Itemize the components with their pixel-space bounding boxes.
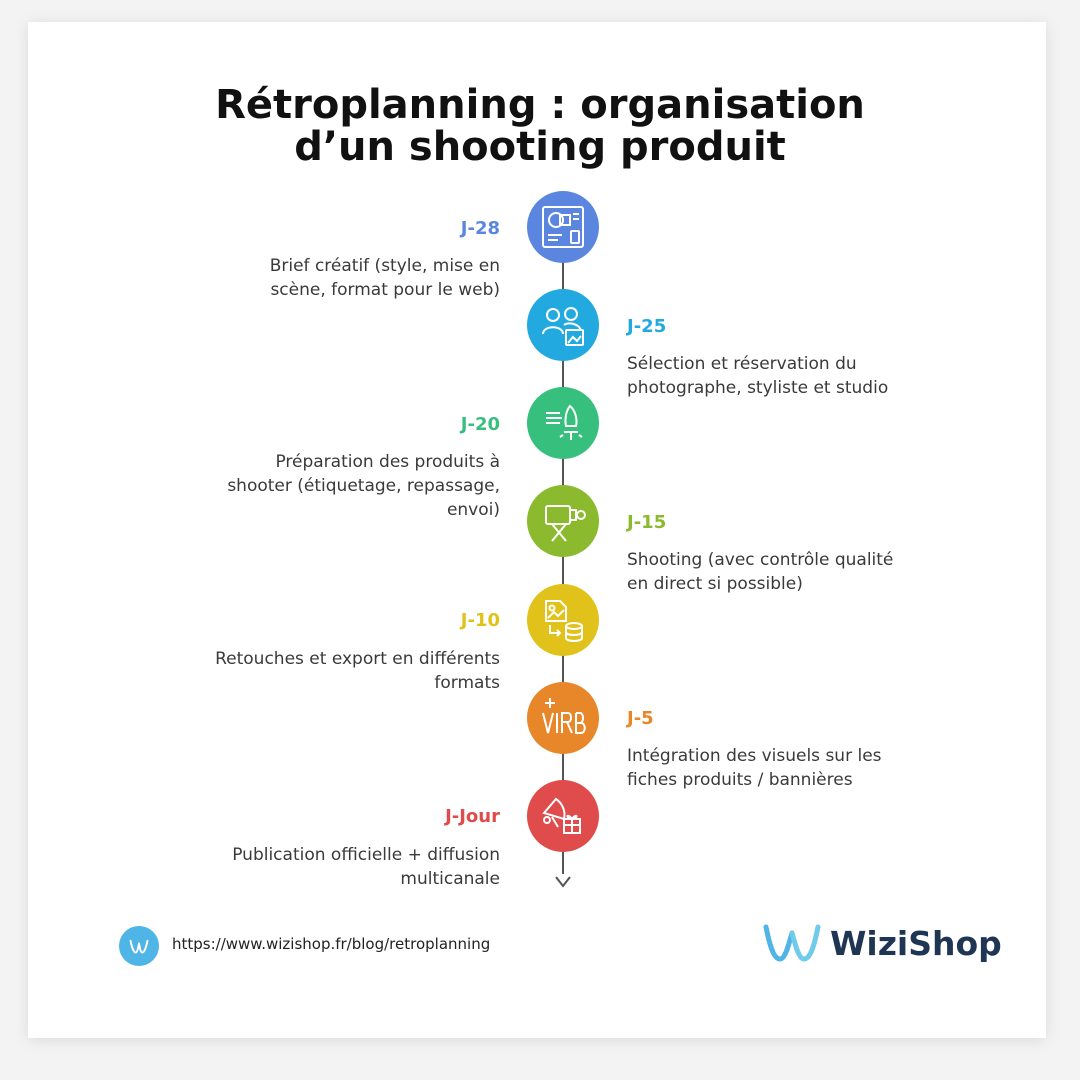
iron-steam-icon: [546, 404, 583, 440]
step-node-j28: [527, 191, 599, 263]
step-day-j25: J-25: [627, 316, 667, 337]
step-desc-j28: Brief créatif (style, mise en scène, for…: [270, 254, 500, 302]
step-desc-j25: Sélection et réservation du photographe,…: [627, 352, 888, 400]
timeline-arrow-icon: [555, 876, 571, 888]
step-day-jjour: J-Jour: [445, 806, 500, 827]
step-desc-line: Shooting (avec contrôle qualité: [627, 550, 894, 570]
wizishop-logo: WiziShop: [762, 918, 1002, 968]
step-desc-line: formats: [434, 673, 500, 693]
design-brief-icon: [542, 206, 584, 248]
step-node-j5: [527, 682, 599, 754]
step-day-j10: J-10: [460, 610, 500, 631]
step-desc-line: envoi): [446, 500, 500, 520]
step-desc-jjour: Publication officielle + diffusion multi…: [232, 843, 500, 891]
step-desc-j15: Shooting (avec contrôle qualité en direc…: [627, 548, 893, 596]
step-desc-line: multicanale: [400, 869, 500, 889]
step-node-j20: [527, 387, 599, 459]
virb-logo-icon: [542, 698, 586, 734]
page-title: Rétroplanning : organisation d’un shooti…: [0, 84, 1080, 168]
step-node-j25: [527, 289, 599, 361]
step-day-j28: J-28: [460, 218, 500, 239]
step-day-j15: J-15: [627, 512, 667, 533]
step-desc-line: Préparation des produits à: [275, 452, 500, 472]
step-desc-j20: Préparation des produits à shooter (étiq…: [227, 450, 500, 522]
step-desc-line: en direct si possible): [627, 574, 803, 594]
step-desc-line: fiches produits / bannières: [627, 770, 853, 790]
step-desc-line: photographe, styliste et studio: [627, 378, 889, 398]
step-node-j15: [527, 485, 599, 557]
image-export-icon: [545, 600, 583, 642]
title-line-2: d’un shooting produit: [294, 124, 786, 170]
title-line-1: Rétroplanning : organisation: [215, 82, 865, 128]
step-day-j20: J-20: [460, 414, 500, 435]
step-desc-line: Brief créatif (style, mise en: [269, 256, 500, 276]
step-desc-j5: Intégration des visuels sur les fiches p…: [627, 744, 882, 792]
step-desc-line: Sélection et réservation du: [627, 354, 857, 374]
camera-tripod-icon: [545, 505, 586, 542]
step-desc-line: shooter (étiquetage, repassage,: [227, 476, 500, 496]
brand-name: WiziShop: [830, 923, 1002, 963]
megaphone-gift-icon: [542, 797, 581, 834]
wizishop-w-icon: [763, 924, 821, 962]
step-node-j10: [527, 584, 599, 656]
wizishop-badge-icon: [119, 926, 159, 966]
step-desc-line: Intégration des visuels sur les: [627, 746, 882, 766]
step-desc-line: Publication officielle + diffusion: [232, 845, 500, 865]
step-desc-j10: Retouches et export en différents format…: [215, 647, 500, 695]
step-day-j5: J-5: [627, 708, 654, 729]
step-node-jjour: [527, 780, 599, 852]
source-url[interactable]: https://www.wizishop.fr/blog/retroplanni…: [172, 935, 491, 953]
step-desc-line: scène, format pour le web): [270, 280, 500, 300]
people-photo-icon: [542, 307, 584, 346]
step-desc-line: Retouches et export en différents: [215, 649, 500, 669]
